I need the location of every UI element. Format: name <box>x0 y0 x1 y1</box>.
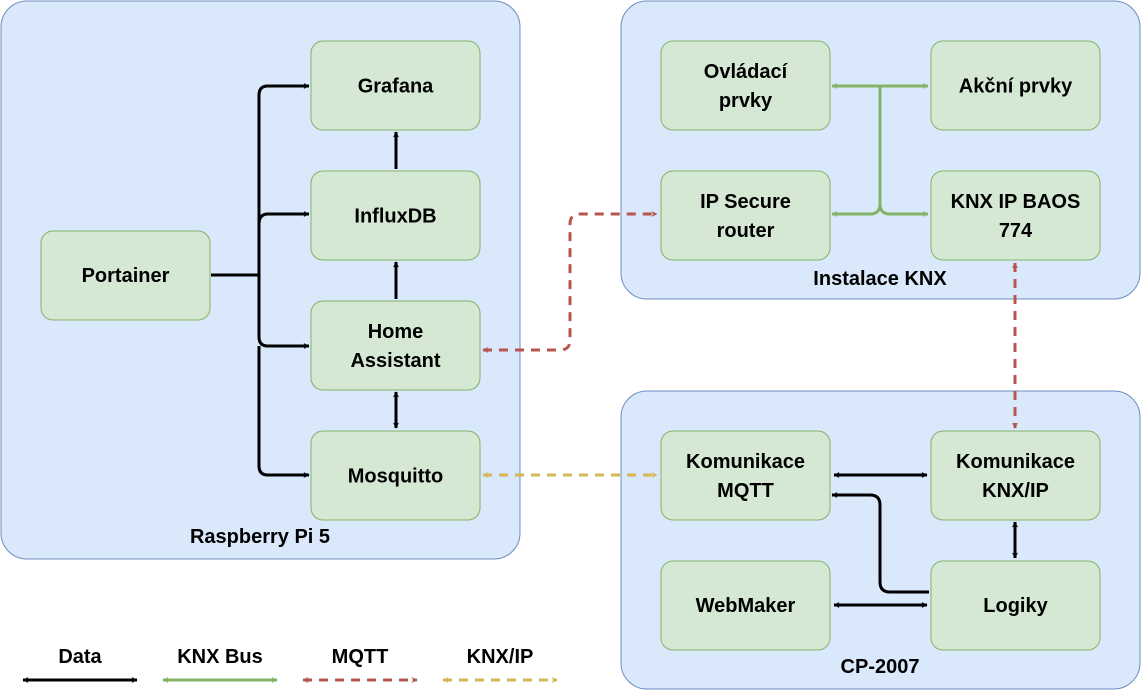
node-label: Akční prvky <box>959 76 1073 98</box>
edge-ha-router <box>482 211 658 353</box>
node-portainer[interactable]: Portainer <box>40 230 211 321</box>
node-knx-ip-baos[interactable]: KNX IP BAOS 774 <box>930 170 1101 261</box>
node-label-line-2: Assistant <box>350 350 440 372</box>
edge-portainer-influxdb <box>257 211 310 225</box>
node-label-line-1: Ovládací <box>704 61 789 83</box>
node-label-line-2: MQTT <box>717 480 774 502</box>
node-label-line-1: Home <box>368 321 424 343</box>
node-label-line-1: Komunikace <box>686 451 805 473</box>
group-label-knx: Instalace KNX <box>813 268 947 290</box>
node-logiky[interactable]: Logiky <box>930 560 1101 651</box>
node-label: Grafana <box>358 76 434 98</box>
node-mosquitto[interactable]: Mosquitto <box>310 430 481 521</box>
node-ip-secure-router[interactable]: IP Secure router <box>660 170 831 261</box>
edge-bus-baos <box>878 203 929 217</box>
legend-item-knx-bus: KNX Bus <box>162 646 278 683</box>
node-label: InfluxDB <box>354 206 436 228</box>
node-label: Mosquitto <box>348 466 444 488</box>
node-label: Portainer <box>82 265 170 287</box>
legend-label-data: Data <box>58 646 102 668</box>
node-label-line-2: KNX/IP <box>982 480 1049 502</box>
node-grafana[interactable]: Grafana <box>310 40 481 131</box>
node-label-line-2: 774 <box>999 220 1033 242</box>
group-label-cp2007: CP-2007 <box>841 656 920 678</box>
mqtt-connectors <box>482 211 1018 429</box>
edge-portainer-mosquitto <box>257 346 310 478</box>
node-influxdb[interactable]: InfluxDB <box>310 170 481 261</box>
edge-portainer-grafana <box>257 83 310 275</box>
node-komunikace-knxip[interactable]: Komunikace KNX/IP <box>930 430 1101 521</box>
node-home-assistant[interactable]: Home Assistant <box>310 300 481 391</box>
data-connectors-raspberry <box>211 83 399 478</box>
data-connectors-cp2007 <box>831 472 1018 608</box>
node-label-line-2: prvky <box>719 90 773 112</box>
legend-label-mqtt: MQTT <box>332 646 389 668</box>
node-label: Logiky <box>983 595 1048 617</box>
group-label-raspberry: Raspberry Pi 5 <box>190 526 330 548</box>
node-label: WebMaker <box>696 595 796 617</box>
node-webmaker[interactable]: WebMaker <box>660 560 831 651</box>
legend-item-mqtt: MQTT <box>302 646 418 683</box>
node-label-line-1: Komunikace <box>956 451 1075 473</box>
legend-label-knx-ip: KNX/IP <box>467 646 534 668</box>
legend-label-knx-bus: KNX Bus <box>177 646 263 668</box>
node-label-line-1: IP Secure <box>700 191 791 213</box>
legend: Data KNX Bus MQTT KNX/IP <box>22 646 558 683</box>
node-akcni-prvky[interactable]: Akční prvky <box>930 40 1101 131</box>
edge-portainer-home-assistant <box>257 275 310 349</box>
legend-item-knx-ip: KNX/IP <box>442 646 558 683</box>
node-label-line-2: router <box>717 220 775 242</box>
node-ovladaci-prvky[interactable]: Ovládací prvky <box>660 40 831 131</box>
legend-item-data: Data <box>22 646 138 683</box>
node-komunikace-mqtt[interactable]: Komunikace MQTT <box>660 430 831 521</box>
edge-logiky-mqtt <box>831 492 929 594</box>
node-label-line-1: KNX IP BAOS <box>951 191 1081 213</box>
knx-bus-connectors <box>831 83 929 217</box>
